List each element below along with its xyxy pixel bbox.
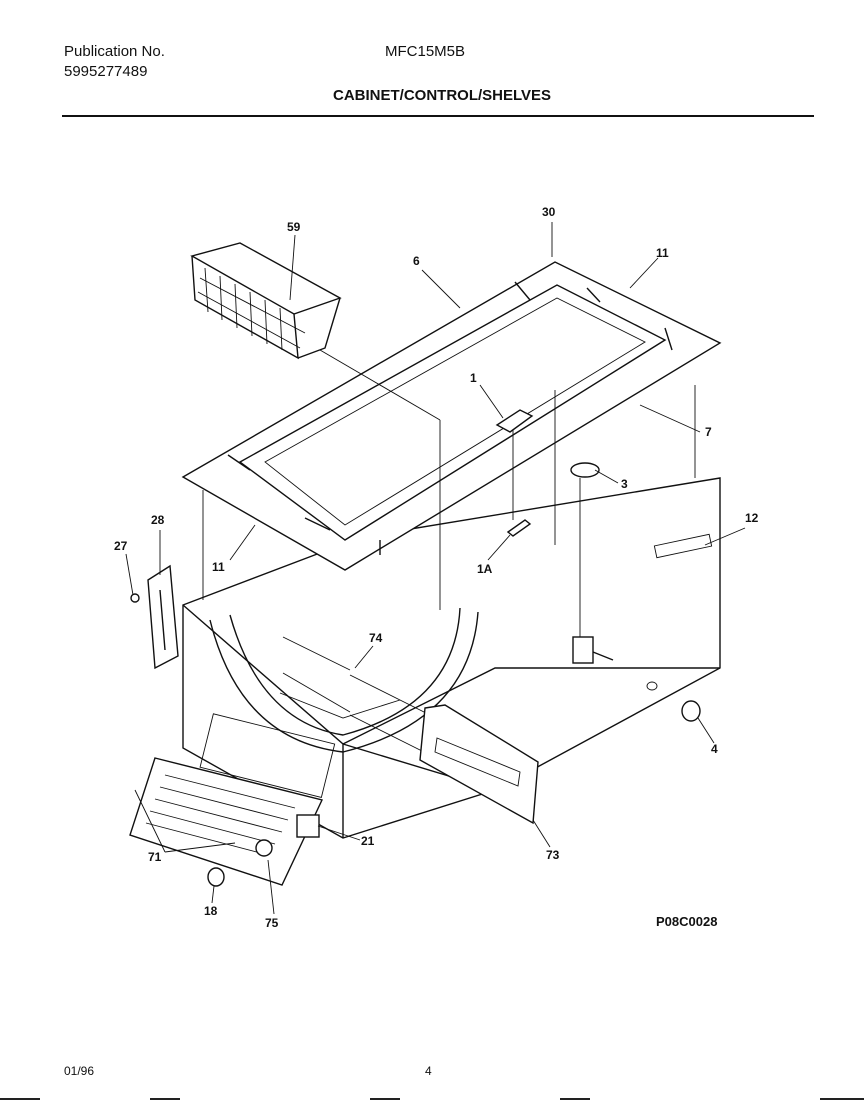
- callout-71: 71: [148, 850, 162, 864]
- grille-assembly: [129, 713, 336, 887]
- footer-date: 01/96: [64, 1064, 95, 1078]
- callout-3: 3: [621, 477, 628, 491]
- section-title: CABINET/CONTROL/SHELVES: [333, 87, 552, 104]
- control-parts: [495, 409, 701, 722]
- callout-1: 1: [470, 371, 477, 385]
- model-number: MFC15M5B: [385, 43, 466, 60]
- publication-label: Publication No.: [64, 43, 165, 60]
- callout-leaders: [125, 222, 746, 915]
- callout-1A: 1A: [477, 562, 493, 576]
- callout-18: 18: [204, 904, 218, 918]
- bottom-edge-mark: [560, 1098, 590, 1100]
- callout-11-top: 11: [656, 246, 669, 260]
- publication-number: 5995277489: [64, 63, 148, 80]
- callout-74: 74: [369, 631, 383, 645]
- bottom-edge-mark: [820, 1098, 864, 1100]
- footer-page-number: 4: [425, 1064, 432, 1078]
- callout-59: 59: [287, 220, 301, 234]
- callout-12: 12: [745, 511, 759, 525]
- callout-73: 73: [546, 848, 560, 862]
- bottom-edge-mark: [150, 1098, 180, 1100]
- callout-4: 4: [711, 742, 718, 756]
- bottom-edge-mark: [0, 1098, 40, 1100]
- callout-21: 21: [361, 834, 375, 848]
- callout-75: 75: [265, 916, 279, 930]
- bottom-edge-mark: [370, 1098, 400, 1100]
- callout-30: 30: [542, 205, 556, 219]
- callout-6: 6: [413, 254, 420, 268]
- lid-frame: [181, 261, 722, 571]
- callout-7: 7: [705, 425, 712, 439]
- drawing-code: P08C0028: [656, 914, 718, 929]
- wire-basket: [190, 242, 342, 360]
- callout-11-left: 11: [212, 560, 225, 574]
- hinge-assembly: [130, 564, 179, 670]
- cabinet-body: [182, 477, 721, 839]
- callout-27: 27: [114, 539, 128, 553]
- header-rule: [62, 115, 814, 117]
- badge-plate: [419, 704, 539, 825]
- callout-28: 28: [151, 513, 165, 527]
